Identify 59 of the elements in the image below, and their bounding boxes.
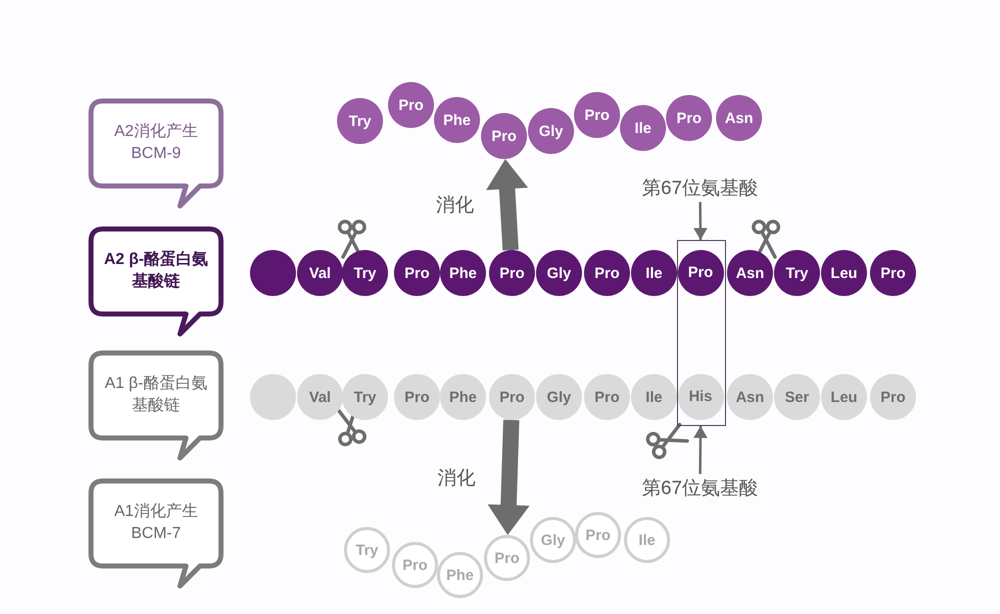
highlight-frame bbox=[677, 240, 726, 426]
amino-acid-circle bbox=[250, 374, 296, 420]
bubble-label: A1 β-酪蛋白氨基酸链 bbox=[104, 374, 208, 416]
amino-acid-circle: Val bbox=[297, 374, 343, 420]
position-label: 第67位氨基酸 bbox=[620, 474, 780, 502]
amino-acid-circle: Pro bbox=[489, 250, 535, 296]
amino-acid-circle: Try bbox=[342, 250, 388, 296]
amino-acid-circle: Pro bbox=[584, 374, 630, 420]
amino-acid-circle: Try bbox=[337, 98, 383, 144]
amino-acid-circle: Phe bbox=[440, 374, 486, 420]
amino-acid-circle: Try bbox=[774, 250, 820, 296]
amino-acid-circle: Ile bbox=[624, 517, 670, 563]
amino-acid-circle: Pro bbox=[584, 250, 630, 296]
position-label: 第67位氨基酸 bbox=[620, 174, 780, 202]
amino-acid-circle: Phe bbox=[440, 250, 486, 296]
amino-acid-circle: Try bbox=[342, 374, 388, 420]
arrow bbox=[693, 202, 708, 240]
speech-bubble bbox=[88, 478, 224, 590]
amino-acid-circle: Pro bbox=[388, 82, 434, 128]
amino-acid-circle: Ser bbox=[774, 374, 820, 420]
amino-acid-circle: Pro bbox=[575, 512, 621, 558]
amino-acid-circle: Pro bbox=[489, 374, 535, 420]
block-arrow bbox=[486, 159, 528, 250]
speech-bubble bbox=[88, 350, 224, 462]
amino-acid-circle: Gly bbox=[536, 374, 582, 420]
amino-acid-circle: Pro bbox=[678, 250, 724, 296]
block-arrow bbox=[488, 420, 530, 535]
amino-acid-circle: Pro bbox=[870, 250, 916, 296]
arrow bbox=[693, 426, 708, 474]
amino-acid-circle: Ile bbox=[620, 105, 666, 151]
amino-acid-circle: Pro bbox=[481, 113, 527, 159]
bubble-label: A2 β-酪蛋白氨基酸链 bbox=[103, 250, 209, 292]
amino-acid-circle: Try bbox=[344, 527, 390, 573]
amino-acid-circle: Ile bbox=[631, 250, 677, 296]
amino-acid-circle: Pro bbox=[394, 250, 440, 296]
amino-acid-circle: Asn bbox=[716, 95, 762, 141]
bubble-label: A2消化产生 BCM-9 bbox=[113, 122, 199, 164]
amino-acid-circle: Val bbox=[297, 250, 343, 296]
amino-acid-circle: Gly bbox=[528, 108, 574, 154]
amino-acid-circle: His bbox=[678, 374, 724, 420]
amino-acid-circle: Gly bbox=[530, 517, 576, 563]
amino-acid-circle: Asn bbox=[727, 374, 773, 420]
amino-acid-circle: Pro bbox=[870, 374, 916, 420]
amino-acid-circle: Pro bbox=[392, 542, 438, 588]
speech-bubble bbox=[88, 98, 224, 210]
amino-acid-circle bbox=[250, 250, 296, 296]
amino-acid-circle: Leu bbox=[821, 250, 867, 296]
amino-acid-circle: Pro bbox=[394, 374, 440, 420]
speech-bubble bbox=[88, 226, 224, 338]
amino-acid-circle: Pro bbox=[484, 535, 530, 581]
amino-acid-circle: Phe bbox=[434, 97, 480, 143]
amino-acid-circle: Gly bbox=[536, 250, 582, 296]
amino-acid-circle: Pro bbox=[574, 92, 620, 138]
amino-acid-circle: Phe bbox=[437, 552, 483, 598]
amino-acid-circle: Pro bbox=[666, 95, 712, 141]
amino-acid-circle: Leu bbox=[821, 374, 867, 420]
amino-acid-circle: Ile bbox=[631, 374, 677, 420]
bubble-label: A1消化产生 BCM-7 bbox=[113, 502, 199, 544]
amino-acid-circle: Asn bbox=[727, 250, 773, 296]
